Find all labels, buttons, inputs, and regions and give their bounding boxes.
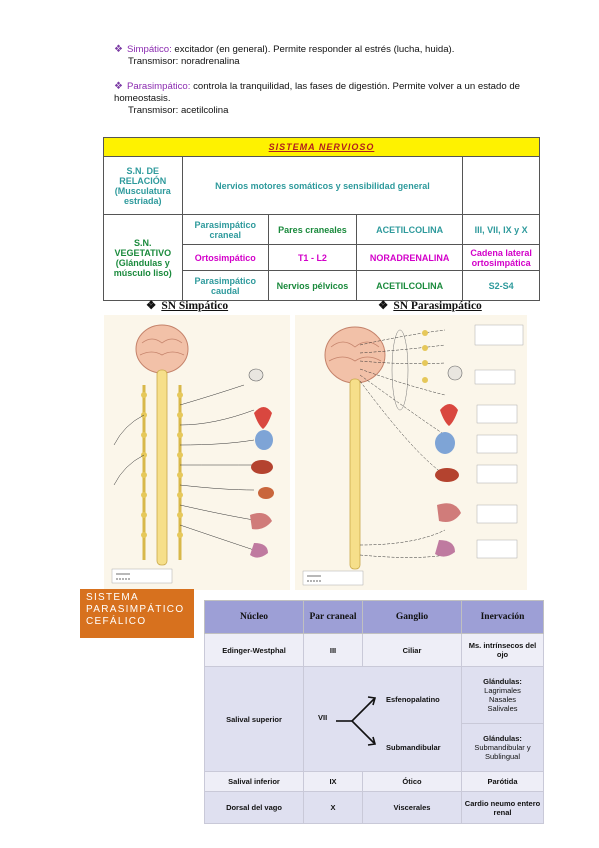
sn-row-transmisor: ACETILCOLINA — [355, 214, 464, 245]
sn-relacion-text: Nervios motores somáticos y sensibilidad… — [181, 156, 464, 215]
sn-row-nivel: S2-S4 — [462, 270, 540, 301]
glandula-item: Nasales — [488, 694, 517, 704]
sn-relacion-empty — [462, 156, 540, 215]
cell-inervacion: Cardio neumo entero renal — [461, 791, 544, 824]
diamond-bullet-icon: ❖ — [378, 300, 389, 312]
parasympathetic-anatomy-illustration — [295, 315, 527, 590]
cell-ganglio-esfenopalatino: Esfenopalatino — [386, 695, 440, 704]
sn-row-division: Parasimpático caudal — [181, 270, 270, 301]
sn-row-nivel: III, VII, IX y X — [462, 214, 540, 245]
cell-ganglio: Viscerales — [362, 791, 462, 824]
glandula-item: Submandibular y — [474, 742, 531, 752]
simpatico-transmisor: Transmisor: noradrenalina — [128, 56, 240, 67]
glandula-item: Salivales — [487, 703, 518, 713]
sistema-parasimpatico-cefalico-label: SISTEMA PARASIMPÁTICO CEFÁLICO — [80, 589, 194, 638]
sn-row-transmisor: ACETILCOLINA — [355, 270, 464, 301]
sn-simpatico-heading: ❖SN Simpático — [146, 300, 229, 312]
header-nucleo: Núcleo — [204, 600, 304, 634]
glandulas-title: Glándulas: — [483, 676, 522, 686]
salival-superior-branch-cell: VII Esfenopalatino Submandibular — [303, 666, 462, 772]
sn-row-via: Nervios pélvicos — [268, 270, 357, 301]
cell-par: VII — [318, 713, 328, 722]
cell-ganglio-submandibular: Submandibular — [386, 743, 441, 752]
sn-row-nivel: Cadena lateral ortosimpática — [462, 244, 540, 271]
diamond-bullet-icon: ❖ — [114, 81, 123, 92]
sistema-nervioso-table: SISTEMA NERVIOSO S.N. DE RELACIÓN (Muscu… — [103, 137, 540, 301]
cell-inervacion-submandibular: Glándulas: Submandibular y Sublingual — [461, 722, 544, 773]
parasimpatico-term: Parasimpático: — [126, 81, 191, 92]
cell-nucleo: Dorsal del vago — [204, 791, 304, 824]
cell-inervacion: Parótida — [461, 771, 544, 792]
cell-nucleo: Edinger-Westphal — [204, 633, 304, 667]
sn-table-title: SISTEMA NERVIOSO — [103, 137, 540, 157]
parasimpatico-cefalico-table: Núcleo Par craneal Ganglio Inervación Ed… — [204, 600, 544, 824]
bullet-parasimpatico: ❖Parasimpático: controla la tranquilidad… — [114, 81, 554, 117]
branch-arrows-icon — [336, 696, 377, 746]
header-inervacion: Inervación — [461, 600, 544, 634]
cell-par: IX — [303, 771, 363, 792]
sn-relacion-label: S.N. DE RELACIÓN (Musculatura estriada) — [103, 156, 183, 215]
parasympathetic-diagram — [295, 315, 527, 590]
cell-ganglio: Ótico — [362, 771, 462, 792]
header-ganglio: Ganglio — [362, 600, 462, 634]
cell-par: X — [303, 791, 363, 824]
sympathetic-anatomy-illustration — [104, 315, 290, 590]
cell-ganglio: Ciliar — [362, 633, 462, 667]
glandula-item: Lagrimales — [484, 685, 521, 695]
glandula-item: Sublingual — [484, 751, 521, 761]
simpatico-term: Simpático: — [126, 44, 172, 55]
sn-parasimpatico-heading: ❖SN Parasimpático — [378, 300, 482, 312]
diamond-bullet-icon: ❖ — [114, 44, 123, 55]
cell-inervacion: Ms. intrínsecos del ojo — [461, 633, 544, 667]
sn-row-via: T1 - L2 — [268, 244, 357, 271]
sympathetic-diagram — [104, 315, 290, 590]
cell-nucleo: Salival superior — [204, 666, 304, 772]
sn-vegetativo-label: S.N. VEGETATIVO (Glándulas y músculo lis… — [103, 214, 183, 301]
cell-par: III — [303, 633, 363, 667]
glandulas-title: Glándulas: — [483, 733, 522, 743]
simpatico-text: excitador (en general). Permite responde… — [171, 44, 455, 55]
bullet-simpatico: ❖Simpático: excitador (en general). Perm… — [114, 44, 554, 68]
sn-row-via: Pares craneales — [268, 214, 357, 245]
cell-nucleo: Salival inferior — [204, 771, 304, 792]
cell-inervacion-lagrimales: Glándulas: Lagrimales Nasales Salivales — [461, 666, 544, 724]
sn-row-transmisor: NORADRENALINA — [355, 244, 464, 271]
sn-row-division: Ortosimpático — [181, 244, 270, 271]
diamond-bullet-icon: ❖ — [146, 300, 157, 312]
parasimpatico-text: controla la tranquilidad, las fases de d… — [114, 81, 521, 104]
header-par-craneal: Par craneal — [303, 600, 363, 634]
parasimpatico-transmisor: Transmisor: acetilcolina — [128, 105, 229, 116]
sn-row-division: Parasimpático craneal — [181, 214, 270, 245]
